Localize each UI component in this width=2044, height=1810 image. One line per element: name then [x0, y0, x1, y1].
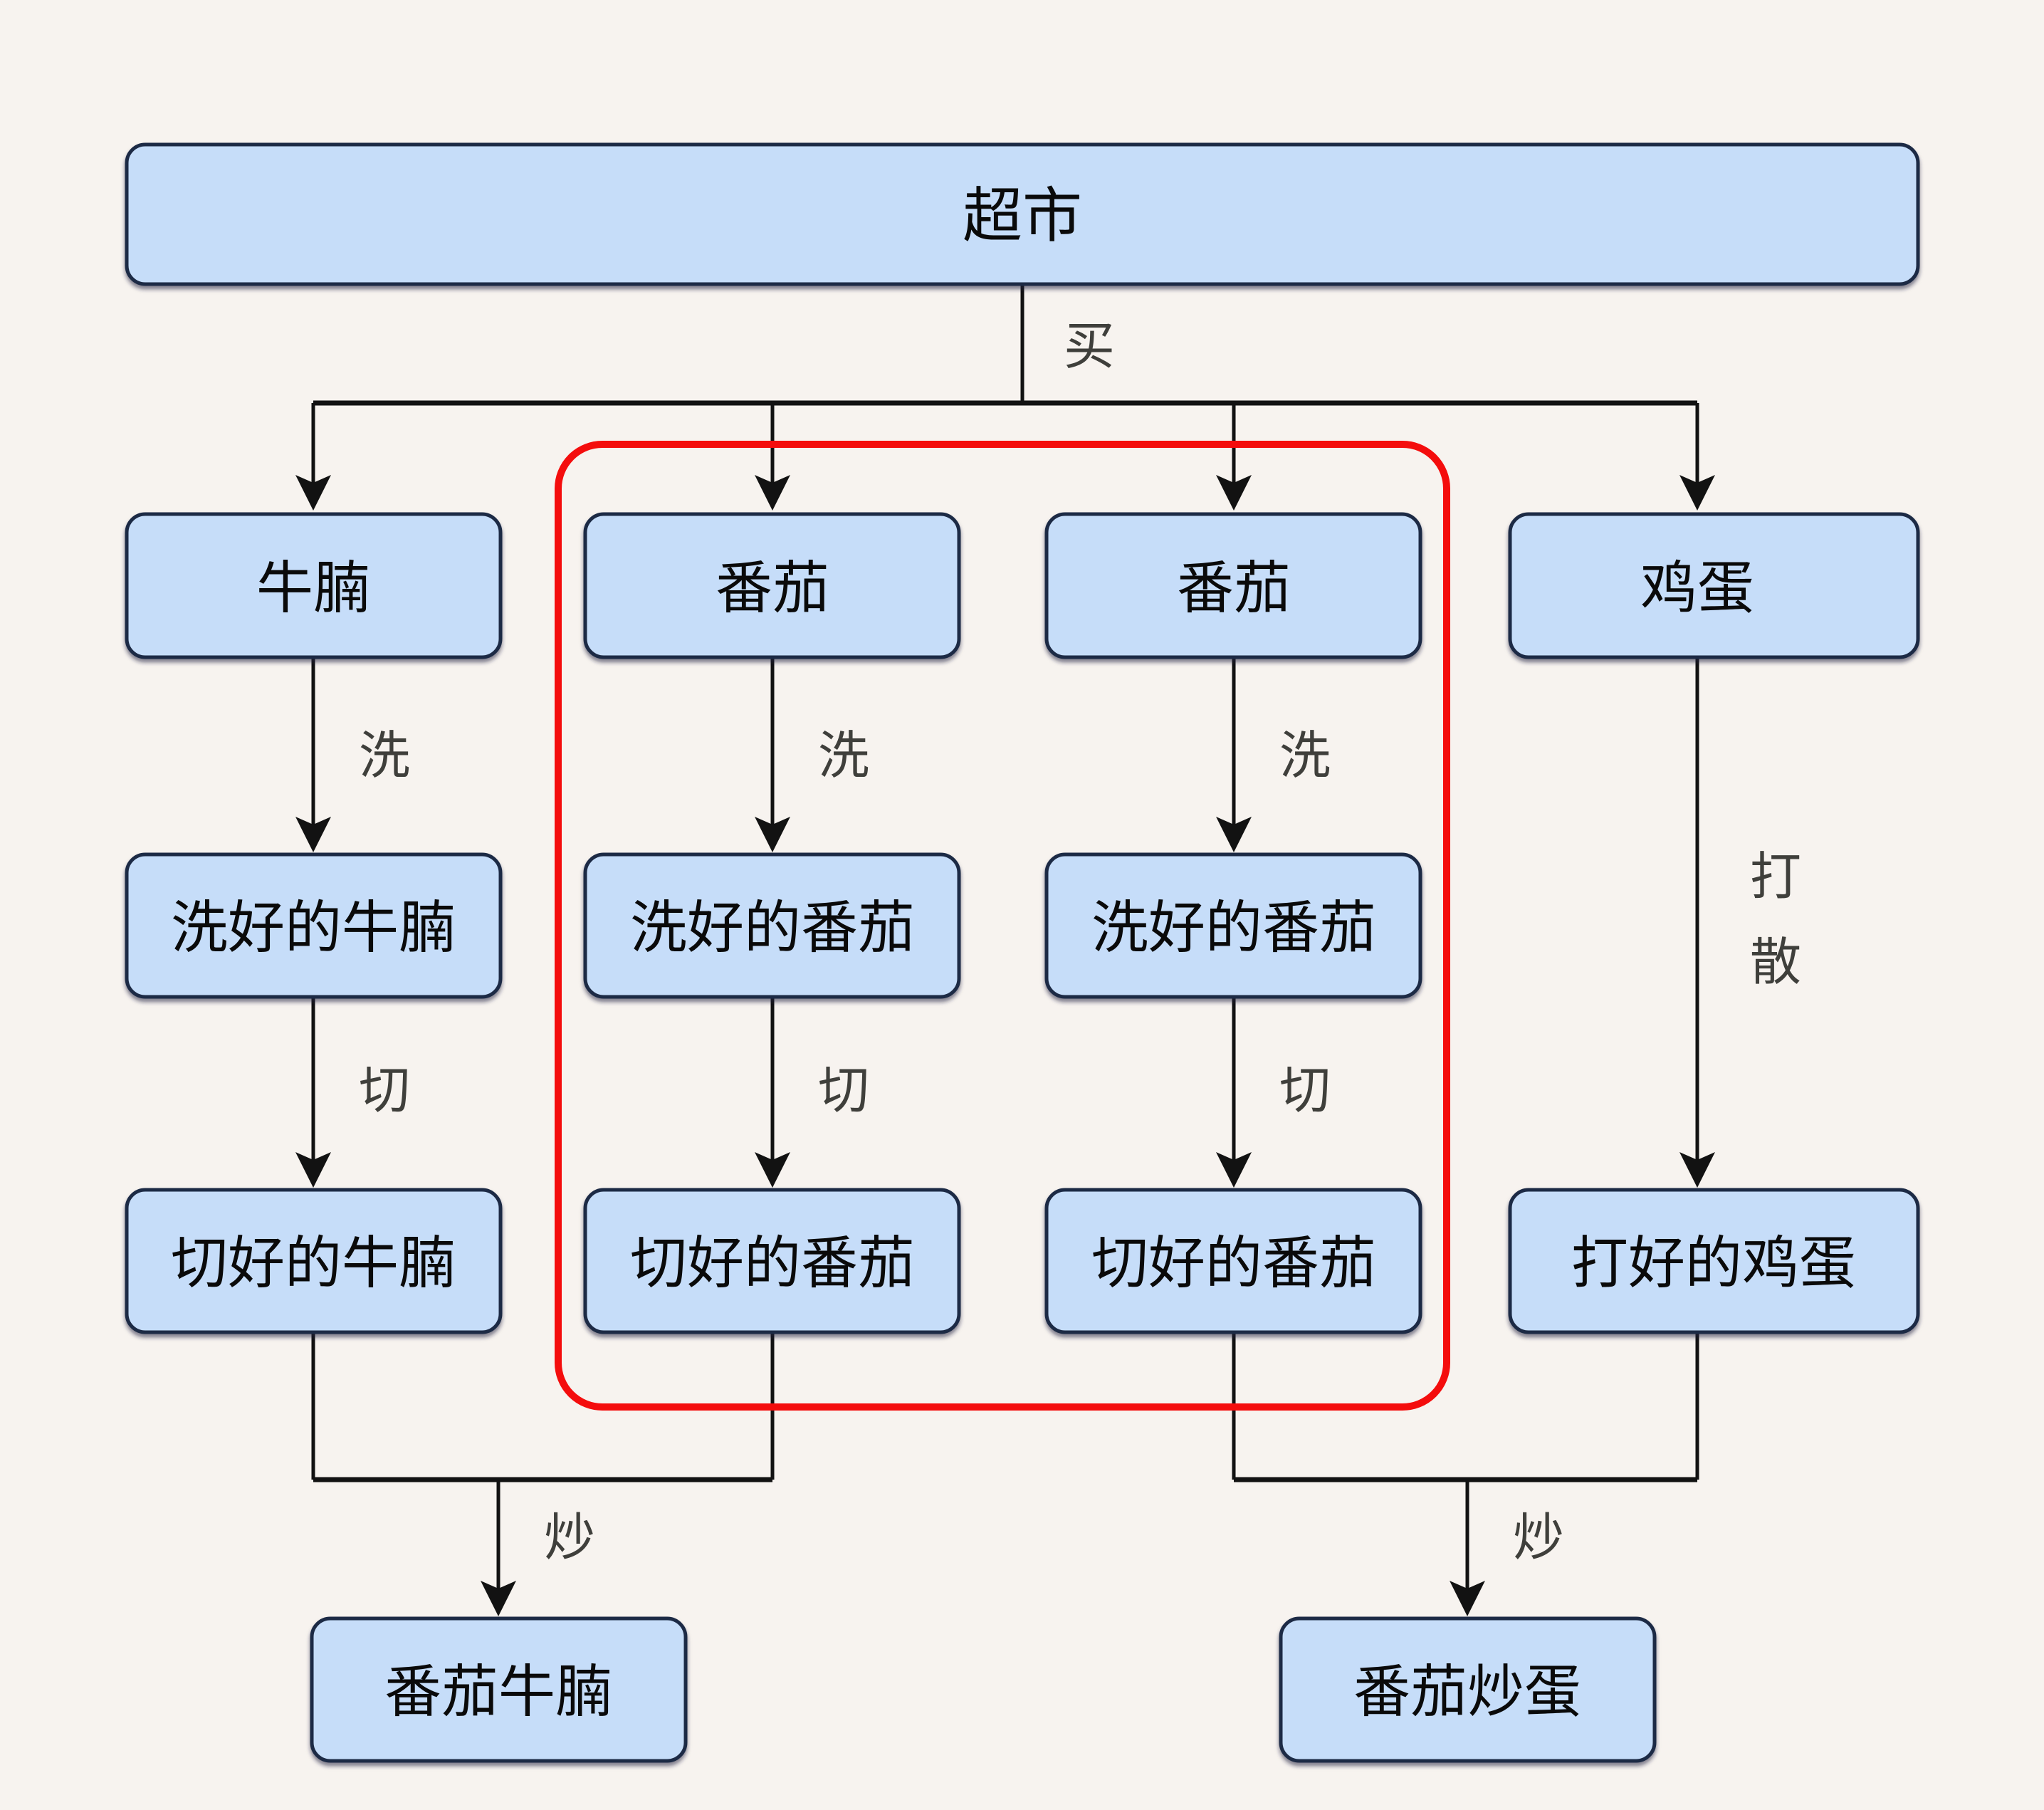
- node-egg-beaten-box[interactable]: [1508, 1188, 1920, 1334]
- node-beef-washed-label: 洗好的牛腩: [171, 896, 456, 960]
- node-supermarket-box[interactable]: [125, 142, 1920, 286]
- node-tomato-1-box[interactable]: [583, 512, 961, 659]
- node-beef-cut-label: 切好的牛腩: [171, 1232, 456, 1295]
- node-tomato-1-cut-label: 切好的番茄: [630, 1232, 915, 1295]
- edge-cut-group: 切 切 切: [295, 997, 1331, 1188]
- node-beef-cut[interactable]: 切好的牛腩: [125, 1188, 503, 1334]
- edge-label-cut-3: 切: [1279, 1062, 1331, 1119]
- node-tomato-2-box[interactable]: [1044, 512, 1422, 659]
- node-tomato-2-label: 番茄: [1177, 557, 1291, 620]
- edge-label-beat-line1: 打: [1750, 849, 1801, 906]
- node-beef-washed[interactable]: 洗好的牛腩: [125, 852, 503, 999]
- edge-label-stirfry-1: 炒: [544, 1510, 595, 1566]
- edge-label-beat-line2: 散: [1750, 934, 1801, 991]
- node-tomato-2-cut[interactable]: 切好的番茄: [1044, 1188, 1422, 1334]
- edge-stirfry-left-group: 炒: [311, 1332, 775, 1616]
- node-tomato-1-washed-label: 洗好的番茄: [630, 896, 915, 960]
- node-beef-washed-box[interactable]: [125, 852, 503, 999]
- node-egg-beaten-label: 打好的鸡蛋: [1571, 1232, 1856, 1295]
- edge-label-stirfry-2: 炒: [1513, 1510, 1564, 1566]
- node-tomato-2-washed-box[interactable]: [1044, 852, 1422, 999]
- node-tomato-1-washed-box[interactable]: [583, 852, 961, 999]
- tomato-subgraph-highlight: [555, 441, 1450, 1411]
- edge-buy-group: 买: [295, 283, 1715, 511]
- edge-label-wash-1: 洗: [359, 728, 410, 785]
- node-beef-box[interactable]: [125, 512, 503, 659]
- node-tomato-2-cut-label: 切好的番茄: [1091, 1232, 1376, 1295]
- node-tomato-1-cut-box[interactable]: [583, 1188, 961, 1334]
- edge-label-wash-3: 洗: [1279, 728, 1331, 785]
- node-egg-box[interactable]: [1508, 512, 1920, 659]
- node-dish-tomato-beef-label: 番茄牛腩: [384, 1660, 612, 1724]
- node-dish-tomato-egg-box[interactable]: [1279, 1616, 1657, 1763]
- node-beef-label: 牛腩: [256, 557, 370, 620]
- node-beef[interactable]: 牛腩: [125, 512, 503, 659]
- node-supermarket[interactable]: 超市: [125, 142, 1920, 286]
- node-tomato-2-cut-box[interactable]: [1044, 1188, 1422, 1334]
- edge-label-buy: 买: [1064, 318, 1115, 375]
- node-dish-tomato-beef-box[interactable]: [310, 1616, 688, 1763]
- node-tomato-2-washed-label: 洗好的番茄: [1091, 896, 1376, 960]
- edge-wash-group: 洗 洗 洗: [295, 657, 1331, 852]
- node-beef-cut-box[interactable]: [125, 1188, 503, 1334]
- edge-label-cut-1: 切: [359, 1062, 410, 1119]
- node-egg-beaten[interactable]: 打好的鸡蛋: [1508, 1188, 1920, 1334]
- node-tomato-1-cut[interactable]: 切好的番茄: [583, 1188, 961, 1334]
- edge-stirfry-right-group: 炒: [1232, 1332, 1699, 1616]
- node-egg[interactable]: 鸡蛋: [1508, 512, 1920, 659]
- node-tomato-2[interactable]: 番茄: [1044, 512, 1422, 659]
- node-dish-tomato-egg-label: 番茄炒蛋: [1353, 1660, 1581, 1724]
- edge-label-wash-2: 洗: [818, 728, 869, 785]
- node-tomato-1[interactable]: 番茄: [583, 512, 961, 659]
- node-dish-tomato-egg[interactable]: 番茄炒蛋: [1279, 1616, 1657, 1763]
- node-supermarket-label: 超市: [963, 182, 1082, 249]
- node-dish-tomato-beef[interactable]: 番茄牛腩: [310, 1616, 688, 1763]
- edge-beat-group: 打 散: [1679, 657, 1801, 1188]
- edge-label-cut-2: 切: [818, 1062, 869, 1119]
- node-egg-label: 鸡蛋: [1640, 557, 1754, 620]
- node-tomato-1-washed[interactable]: 洗好的番茄: [583, 852, 961, 999]
- node-tomato-1-label: 番茄: [716, 557, 829, 620]
- node-tomato-2-washed[interactable]: 洗好的番茄: [1044, 852, 1422, 999]
